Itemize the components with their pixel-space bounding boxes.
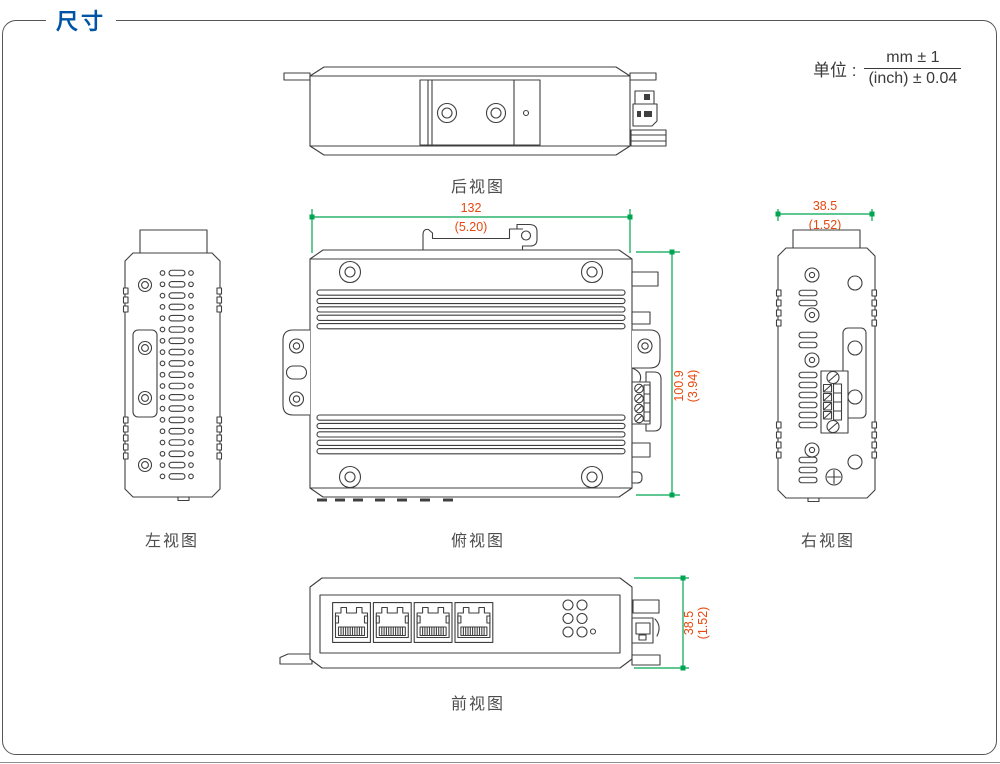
side-connector-stack [631, 599, 661, 666]
heatsink-ribs [316, 289, 626, 455]
keyhole-slot [285, 365, 308, 380]
mount-tab-right [629, 72, 657, 81]
bottom-nub [177, 496, 190, 502]
dim-width-mm: 132 [461, 201, 482, 215]
phillips-screw [825, 468, 843, 486]
unit-inch: (inch) ± 0.04 [868, 70, 958, 87]
pinhole [522, 109, 530, 117]
mounting-ear-left [282, 329, 310, 416]
edge-notches [775, 289, 878, 459]
top-protrusion [792, 229, 861, 249]
width-dimension-132: 132 (5.20) [309, 201, 633, 253]
mount-tab-left [279, 653, 313, 665]
rear-panel [419, 79, 541, 146]
front-view-drawing: 38.5 (1.52) [279, 575, 710, 671]
dim-width-inch: (1.52) [809, 218, 842, 232]
top-protrusion [139, 229, 208, 254]
left-body [124, 252, 221, 498]
socket-screws [804, 267, 820, 458]
right-side-features [631, 271, 662, 484]
rear-view-drawing [283, 66, 667, 156]
rj45-port-3 [413, 602, 453, 643]
side-screws [137, 277, 153, 473]
led-grid [562, 599, 597, 638]
width-dimension-38-5: 38.5 (1.52) [775, 199, 875, 232]
top-body [309, 249, 633, 498]
right-holes [847, 275, 863, 470]
dim-height-mm: 100.9 [672, 370, 686, 401]
bottom-nub [807, 497, 820, 503]
content-frame [2, 20, 997, 755]
right-view-drawing: 38.5 (1.52) [775, 199, 878, 503]
bottom-vent-dashes [317, 498, 453, 502]
page-bottom-rule [0, 762, 1000, 763]
reset-pinhole [589, 628, 597, 635]
left-view-drawing [122, 229, 223, 502]
dim-height-mm: 38.5 [682, 611, 696, 635]
page-title: 尺寸 [46, 4, 117, 36]
terminal-block [631, 381, 651, 425]
vent-slots [798, 289, 818, 484]
caption-rear-view: 后视图 [450, 179, 505, 196]
caption-front-view: 前视图 [450, 696, 505, 713]
corner-screws [338, 260, 604, 489]
rear-side-connector [630, 90, 667, 147]
edge-notches [122, 287, 223, 460]
caption-top-view: 俯视图 [450, 533, 505, 550]
rj45-port-2 [372, 602, 412, 643]
unit-label: 单位 : [813, 61, 857, 80]
dim-height-inch: (3.94) [686, 370, 700, 403]
unit-fraction: mm ± 1 (inch) ± 0.04 [864, 48, 962, 89]
screw-hole [485, 102, 507, 124]
terminal-block [820, 370, 849, 434]
vent-pattern [159, 269, 194, 480]
din-rail-clip [422, 223, 538, 251]
caption-left-view: 左视图 [144, 533, 199, 550]
top-view-drawing: 132 (5.20) 100.9 (3.94) [282, 201, 700, 502]
dim-width-mm: 38.5 [813, 199, 837, 213]
caption-right-view: 右视图 [800, 533, 855, 550]
mount-tab-left [283, 72, 311, 81]
height-dimension-38-5: 38.5 (1.52) [634, 575, 710, 671]
screw-hole [436, 102, 458, 124]
rj45-port-4 [454, 602, 494, 643]
unit-mm: mm ± 1 [864, 48, 962, 69]
height-dimension-100-9: 100.9 (3.94) [636, 249, 700, 498]
dim-width-inch: (5.20) [455, 220, 488, 234]
dim-height-inch: (1.52) [696, 607, 710, 640]
unit-note: 单位 : mm ± 1 (inch) ± 0.04 [813, 48, 962, 89]
rj45-port-1 [332, 602, 371, 643]
